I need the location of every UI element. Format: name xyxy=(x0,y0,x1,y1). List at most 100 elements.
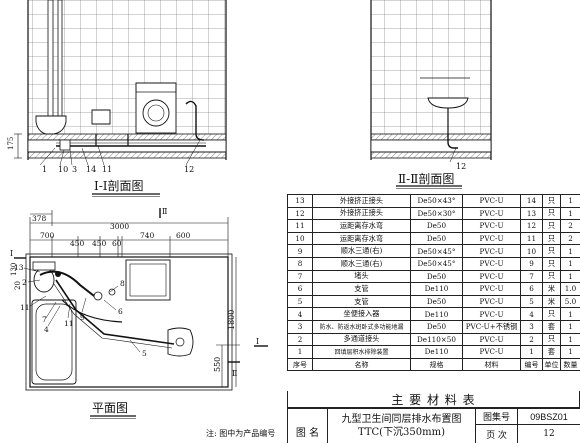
materials-cell: 2 xyxy=(560,219,580,233)
callout-1: 1 xyxy=(42,165,47,174)
materials-cell: PVC-U xyxy=(462,231,521,246)
basin-icon xyxy=(91,109,111,125)
materials-cell: PVC-U xyxy=(462,206,521,221)
materials-cell: 6 xyxy=(520,282,543,296)
plan-callout-6: 6 xyxy=(118,307,123,316)
plan-callout-5: 5 xyxy=(142,349,147,358)
materials-header-cell: 单位 xyxy=(542,357,561,372)
materials-cell: De50 xyxy=(410,219,463,233)
dim-450b: 450 xyxy=(92,239,107,248)
materials-cell: PVC-U xyxy=(462,294,521,309)
materials-cell: 5 xyxy=(520,294,543,309)
title-block-set-no: 09BSZ01 xyxy=(518,408,580,425)
materials-cell: 1 xyxy=(560,332,580,347)
materials-cell: 13 xyxy=(520,206,543,221)
section-2-title: Ⅱ-Ⅱ剖面图 xyxy=(398,172,454,186)
plan-callout-13: 13 xyxy=(14,263,24,272)
materials-header-cell: 名称 xyxy=(312,357,411,372)
materials-cell: De110×50 xyxy=(410,332,463,347)
materials-header-row: 序号名称规格材料编号单位数量 xyxy=(287,357,580,372)
dim-740: 740 xyxy=(140,231,155,240)
section-mark-i-left: Ⅰ xyxy=(10,249,13,258)
materials-cell: 9 xyxy=(520,256,543,271)
materials-cell: 米 xyxy=(542,294,561,309)
materials-cell: 12 xyxy=(520,219,543,233)
materials-cell: 顺水三通(右) xyxy=(312,244,411,258)
plan-callout-11b: 11 xyxy=(64,319,74,328)
materials-header-cell: 规格 xyxy=(410,357,463,372)
materials-cell: 只 xyxy=(542,269,561,284)
materials-cell: 1 xyxy=(560,307,580,321)
dim-600: 600 xyxy=(176,231,191,240)
plan-callout-7: 7 xyxy=(42,315,47,324)
materials-cell: De50×45° xyxy=(410,256,463,271)
vent-pipe xyxy=(57,0,63,131)
materials-cell: PVC-U xyxy=(462,282,521,296)
title-block: 图 名 九型卫生间同层排水布置图 TTC(下沉350mm) 图集号 09BSZ0… xyxy=(287,408,580,443)
materials-cell: 只 xyxy=(542,256,561,271)
materials-cell: 1.0 xyxy=(560,282,580,296)
section-mark-ii-top: Ⅱ xyxy=(162,207,167,216)
callout-10: 10 xyxy=(58,165,68,174)
section-1-title: Ⅰ-Ⅰ剖面图 xyxy=(94,179,144,193)
materials-cell: 1 xyxy=(560,345,580,359)
materials-cell: 只 xyxy=(542,219,561,233)
materials-cell: 13 xyxy=(287,194,313,208)
materials-cell: De50 xyxy=(410,269,463,284)
materials-cell: 支管 xyxy=(312,294,411,309)
materials-cell: PVC-U xyxy=(462,332,521,347)
materials-cell: De50×30° xyxy=(410,206,463,221)
dim-1800: 1800 xyxy=(227,310,236,330)
materials-cell: 12 xyxy=(287,206,313,221)
dim-130: 130 xyxy=(10,263,18,276)
callout-12: 12 xyxy=(184,165,194,174)
materials-cell: 10 xyxy=(287,231,313,246)
materials-cell: 只 xyxy=(542,307,561,321)
dim-450a: 450 xyxy=(70,239,85,248)
materials-cell: De50×43° xyxy=(410,194,463,208)
materials-cell: 坐便接入器 xyxy=(312,307,411,321)
drawing-title-line-2: TTC(下沉350mm) xyxy=(357,427,446,438)
materials-cell: De50 xyxy=(410,294,463,309)
materials-cell: 6 xyxy=(287,282,313,296)
materials-cell: PVC-U xyxy=(462,219,521,233)
materials-cell: 堵头 xyxy=(312,269,411,284)
plan-callout-11a: 11 xyxy=(20,303,30,312)
materials-cell: 3 xyxy=(520,319,543,334)
materials-cell: 只 xyxy=(542,332,561,347)
plan-callout-9: 9 xyxy=(80,313,85,322)
dim-60: 60 xyxy=(112,239,122,248)
materials-cell: 外接挤正接头 xyxy=(312,194,411,208)
materials-cell: De50×45° xyxy=(410,244,463,258)
plan-callout-8: 8 xyxy=(120,279,125,288)
callout-14: 14 xyxy=(86,165,96,174)
materials-cell: 套 xyxy=(542,319,561,334)
materials-cell: 防水、防返水斑卧式多功能地漏 xyxy=(312,319,411,334)
dim-550: 550 xyxy=(213,357,222,372)
materials-cell: 多通道接头 xyxy=(312,332,411,347)
drawing-title-line-1: 九型卫生间同层排水布置图 xyxy=(341,414,462,425)
dim-3000: 3000 xyxy=(110,222,129,231)
dim-20: 20 xyxy=(14,281,22,290)
toilet-icon xyxy=(35,115,67,135)
section-1-1-drawing: 175 xyxy=(7,0,227,166)
materials-header-cell: 序号 xyxy=(287,357,313,372)
materials-cell: 运距离存水弯 xyxy=(312,231,411,246)
title-block-set-label: 图集号 xyxy=(476,408,518,425)
materials-cell: 7 xyxy=(520,269,543,284)
materials-cell: 套 xyxy=(542,345,561,359)
plan-title: 平面图 xyxy=(92,401,128,415)
materials-cell: 11 xyxy=(287,219,313,233)
materials-header-cell: 编号 xyxy=(520,357,543,372)
materials-cell: 只 xyxy=(542,194,561,208)
